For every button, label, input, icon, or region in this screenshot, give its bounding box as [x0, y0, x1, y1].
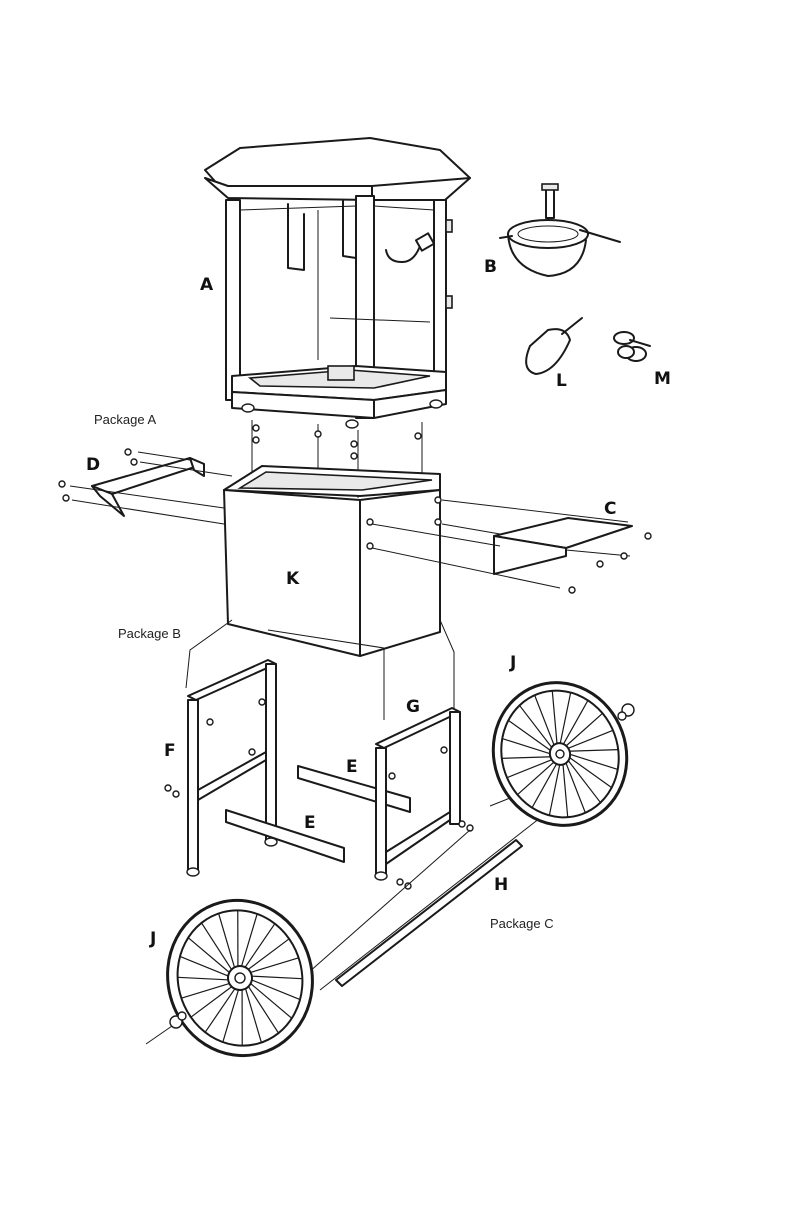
right-wheel-hub-nut	[618, 704, 634, 720]
popcorn-machine-cabinet	[205, 138, 470, 428]
scoop	[526, 318, 582, 374]
part-label-e-lower: E	[304, 813, 316, 833]
right-wheel	[473, 664, 646, 844]
center-cabinet	[224, 466, 441, 656]
package-a-label: Package A	[94, 412, 156, 427]
part-label-k: K	[286, 569, 300, 589]
left-shelf	[59, 449, 232, 524]
package-c-label: Package C	[490, 916, 554, 931]
left-leg-frame	[165, 660, 277, 876]
part-label-e-upper: E	[346, 757, 358, 777]
part-label-a: A	[200, 275, 214, 295]
part-label-f: F	[164, 741, 176, 761]
measuring-cups	[614, 332, 650, 361]
part-label-j-left: J	[149, 929, 156, 949]
part-label-b: B	[484, 257, 497, 277]
part-label-c: C	[604, 499, 616, 519]
part-label-g: G	[406, 697, 420, 717]
kettle	[500, 184, 620, 276]
left-wheel-hub-nut	[146, 1012, 186, 1044]
package-b-label: Package B	[118, 626, 181, 641]
part-label-m: M	[654, 369, 671, 389]
part-label-d: D	[86, 455, 100, 475]
left-wheel	[150, 884, 329, 1072]
part-label-l: L	[556, 371, 567, 391]
part-label-h: H	[494, 875, 508, 895]
part-label-j-right: J	[509, 653, 516, 673]
